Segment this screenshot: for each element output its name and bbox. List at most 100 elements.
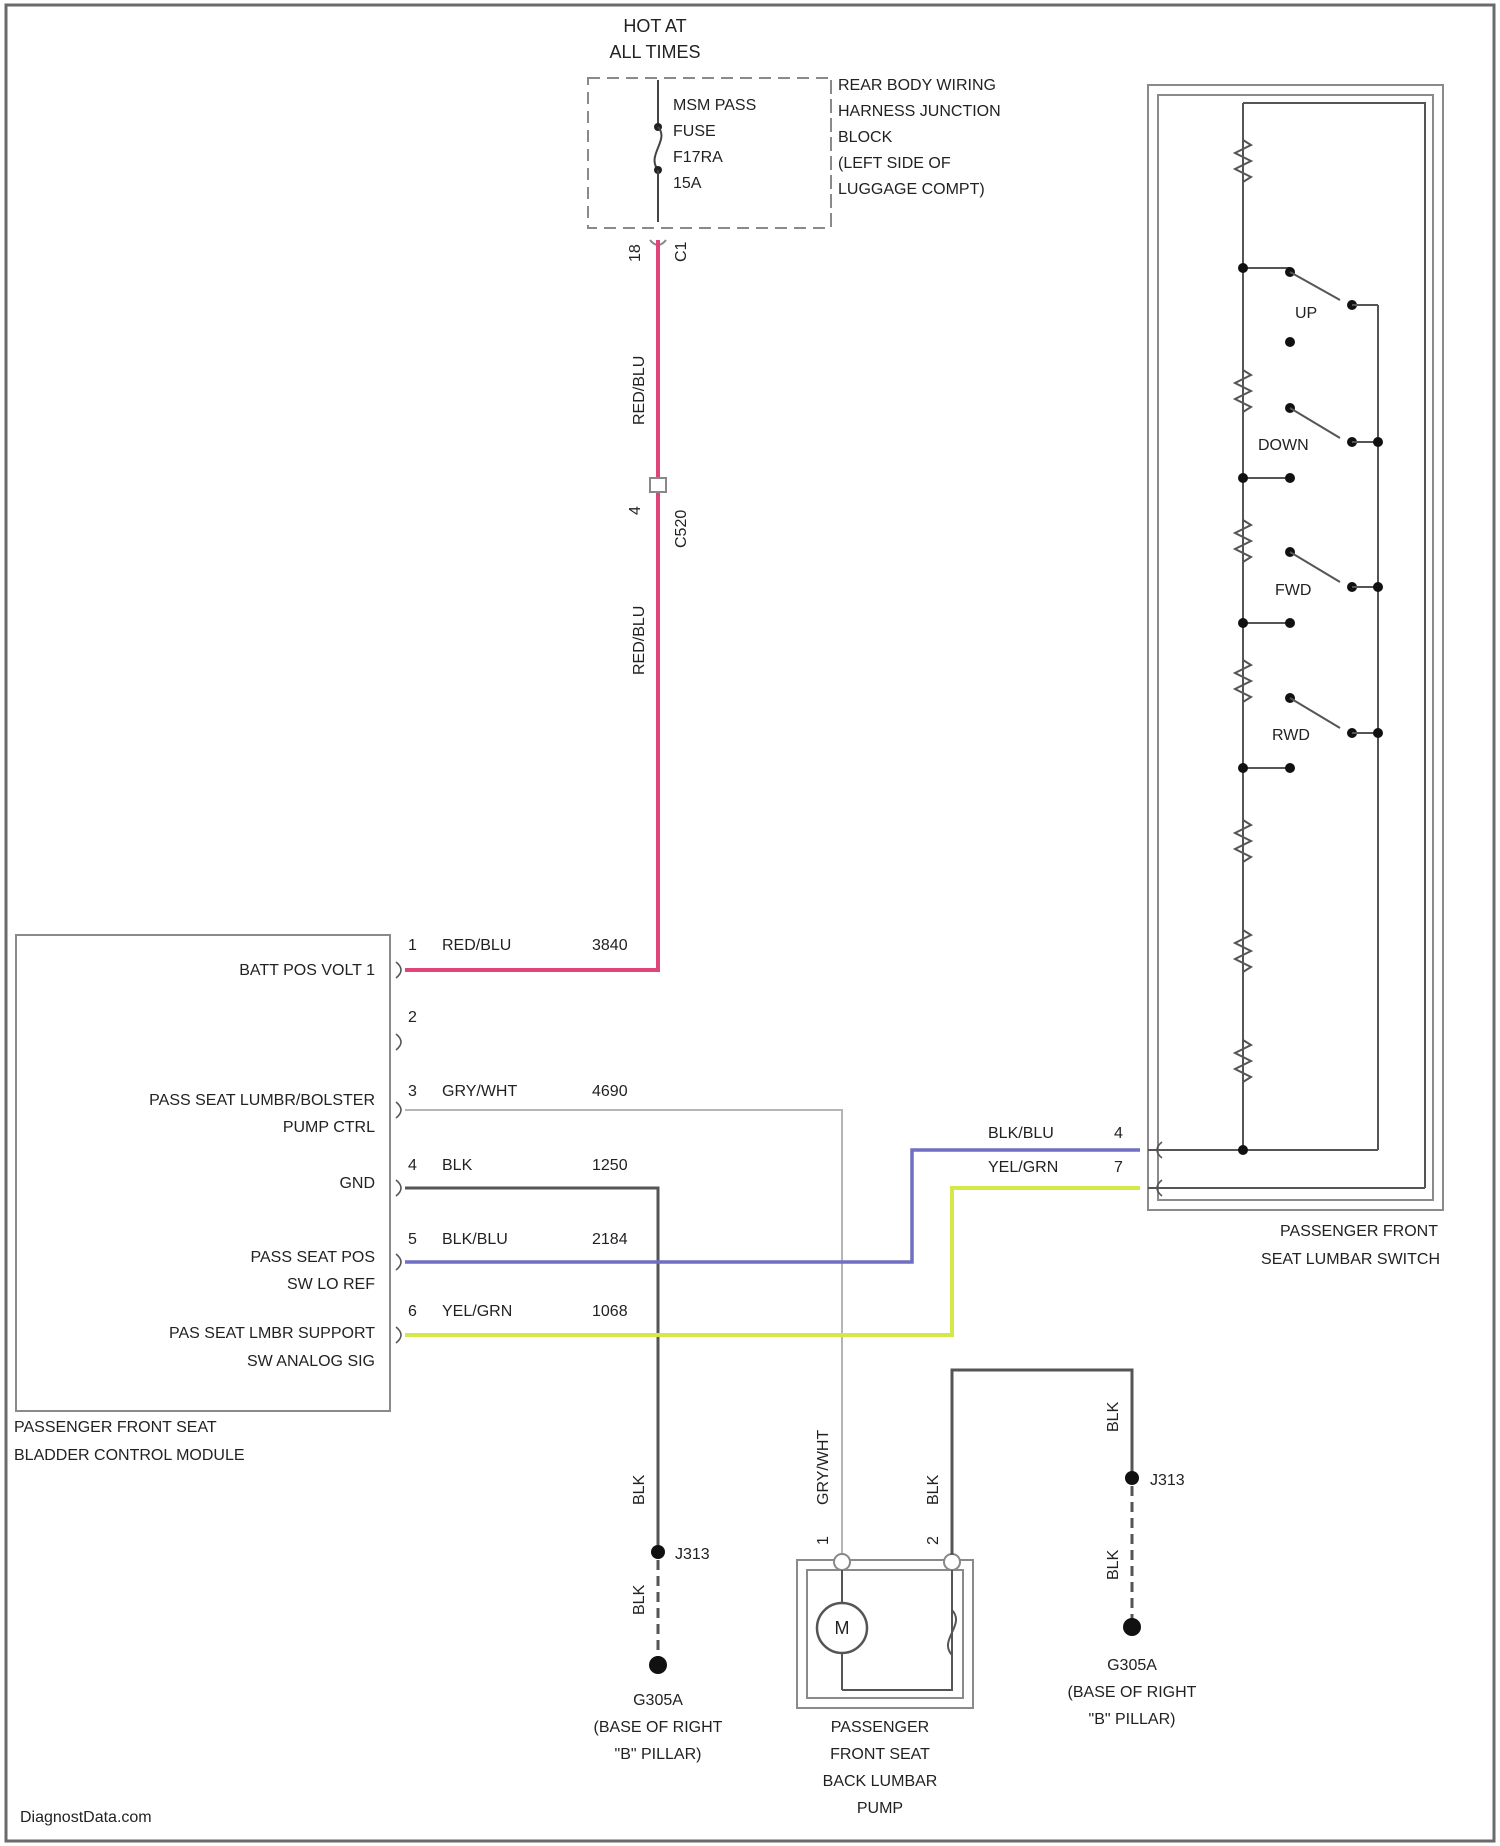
module-pin4-terminal [396, 1180, 401, 1196]
fuse-label-1: MSM PASS [673, 97, 756, 114]
module-pin6-label-2: SW ANALOG SIG [247, 1353, 375, 1370]
module-pin3-label-2: PUMP CTRL [283, 1119, 375, 1136]
wire-label-blk-left-lower: BLK [631, 1584, 648, 1615]
module-pin3-num: 3 [408, 1083, 417, 1100]
pump-name-line3: BACK LUMBAR [823, 1773, 938, 1790]
module-pin5-terminal [396, 1254, 401, 1270]
ground-left-line1: (BASE OF RIGHT [594, 1719, 723, 1736]
module-pin6-terminal [396, 1327, 401, 1343]
power-label-line2: ALL TIMES [609, 42, 700, 62]
wire-label-blk-pump: BLK [925, 1474, 942, 1505]
switch-contact-rwd [1238, 693, 1383, 773]
fuse-label-4: 15A [673, 175, 702, 192]
switch-name-line1: PASSENGER FRONT [1280, 1223, 1438, 1240]
lumbar-switch-inner [1158, 95, 1433, 1200]
module-pin4-num: 4 [408, 1157, 417, 1174]
ground-right-line1: (BASE OF RIGHT [1068, 1684, 1197, 1701]
module-pin3-label-1: PASS SEAT LUMBR/BOLSTER [149, 1092, 375, 1109]
wire-red-blu [405, 240, 658, 970]
switch-name-line2: SEAT LUMBAR SWITCH [1261, 1251, 1440, 1268]
module-pin4-label: GND [339, 1175, 375, 1192]
junction-label-4: (LEFT SIDE OF [838, 155, 951, 172]
module-name-line2: BLADDER CONTROL MODULE [14, 1447, 245, 1464]
switch-pin7-color-label: YEL/GRN [988, 1159, 1058, 1176]
switch-label-down: DOWN [1258, 437, 1309, 454]
splice-right-label: J313 [1150, 1472, 1185, 1489]
module-pin2-terminal [396, 1034, 401, 1050]
footer-watermark: DiagnostData.com [20, 1809, 152, 1826]
switch-label-rwd: RWD [1272, 727, 1310, 744]
lumbar-switch-outer [1148, 85, 1443, 1210]
switch-pin7-num: 7 [1114, 1159, 1123, 1176]
switch-bus-node-bottom [1238, 1145, 1248, 1155]
ground-left-line2: "B" PILLAR) [615, 1746, 702, 1763]
module-pin6-label-1: PAS SEAT LMBR SUPPORT [169, 1325, 375, 1342]
lumbar-pump-inner [807, 1570, 963, 1698]
module-pin4-circuit: 1250 [592, 1157, 628, 1174]
switch-label-fwd: FWD [1275, 582, 1311, 599]
splice-right-dot [1125, 1471, 1139, 1485]
inline-connector-pin: 4 [627, 506, 644, 515]
wire-label-gry-wht: GRY/WHT [815, 1430, 832, 1505]
wire-label-red-blu-lower: RED/BLU [631, 606, 648, 675]
module-name-line1: PASSENGER FRONT SEAT [14, 1419, 217, 1436]
pump-pin1-num: 1 [815, 1536, 832, 1545]
module-pin4-color: BLK [442, 1157, 473, 1174]
module-pin6-num: 6 [408, 1303, 417, 1320]
module-pin1-color: RED/BLU [442, 937, 511, 954]
pump-motor-symbol: M [835, 1618, 850, 1638]
ground-right-line2: "B" PILLAR) [1089, 1711, 1176, 1728]
diagram-frame [6, 5, 1494, 1841]
module-pin1-label: BATT POS VOLT 1 [239, 962, 375, 979]
module-pin5-label-2: SW LO REF [287, 1276, 375, 1293]
wire-label-blk-right-lower: BLK [1105, 1549, 1122, 1580]
pump-internal-return [842, 1570, 952, 1690]
module-pin5-num: 5 [408, 1231, 417, 1248]
module-pin3-circuit: 4690 [592, 1083, 628, 1100]
module-pin5-circuit: 2184 [592, 1231, 628, 1248]
switch-common-bus [1243, 103, 1425, 1188]
switch-label-up: UP [1295, 305, 1317, 322]
switch-pin4-num: 4 [1114, 1125, 1123, 1142]
connector-pin-top: 18 [627, 244, 644, 262]
junction-label-5: LUGGAGE COMPT) [838, 181, 985, 198]
module-pin5-color: BLK/BLU [442, 1231, 508, 1248]
fuse-f17ra [654, 80, 662, 222]
pump-pin2-num: 2 [925, 1536, 942, 1545]
ground-left-dot [649, 1656, 667, 1674]
switch-pin4-color-label: BLK/BLU [988, 1125, 1054, 1142]
junction-label-2: HARNESS JUNCTION [838, 103, 1001, 120]
ground-right-code: G305A [1107, 1657, 1157, 1674]
pump-pin2-terminal [944, 1554, 960, 1570]
module-pin5-label-1: PASS SEAT POS [251, 1249, 376, 1266]
splice-left-dot [651, 1545, 665, 1559]
junction-label-1: REAR BODY WIRING [838, 77, 996, 94]
module-pin3-color: GRY/WHT [442, 1083, 517, 1100]
pump-pin1-terminal [834, 1554, 850, 1570]
power-label-line1: HOT AT [623, 16, 686, 36]
junction-label-3: BLOCK [838, 129, 893, 146]
wire-label-blk-left-upper: BLK [631, 1474, 648, 1505]
fuse-label-3: F17RA [673, 149, 723, 166]
inline-connector-code: C520 [673, 510, 690, 548]
connector-code-top: C1 [673, 241, 690, 262]
pump-name-line4: PUMP [857, 1800, 903, 1817]
ground-left-code: G305A [633, 1692, 683, 1709]
module-pin3-terminal [396, 1102, 401, 1118]
inline-connector-c520 [650, 478, 666, 492]
module-pin6-circuit: 1068 [592, 1303, 628, 1320]
pump-name-line2: FRONT SEAT [830, 1746, 930, 1763]
wire-label-blk-right-upper: BLK [1105, 1401, 1122, 1432]
wire-label-red-blu-upper: RED/BLU [631, 356, 648, 425]
module-pin1-circuit: 3840 [592, 937, 628, 954]
module-pin1-terminal [396, 962, 401, 978]
wire-blk-ground-right [952, 1370, 1132, 1555]
module-pin2-num: 2 [408, 1009, 417, 1026]
module-pin6-color: YEL/GRN [442, 1303, 512, 1320]
splice-left-label: J313 [675, 1546, 710, 1563]
fuse-label-2: FUSE [673, 123, 716, 140]
lumbar-pump [797, 1560, 973, 1708]
ground-right-dot [1123, 1618, 1141, 1636]
module-pin1-num: 1 [408, 937, 417, 954]
